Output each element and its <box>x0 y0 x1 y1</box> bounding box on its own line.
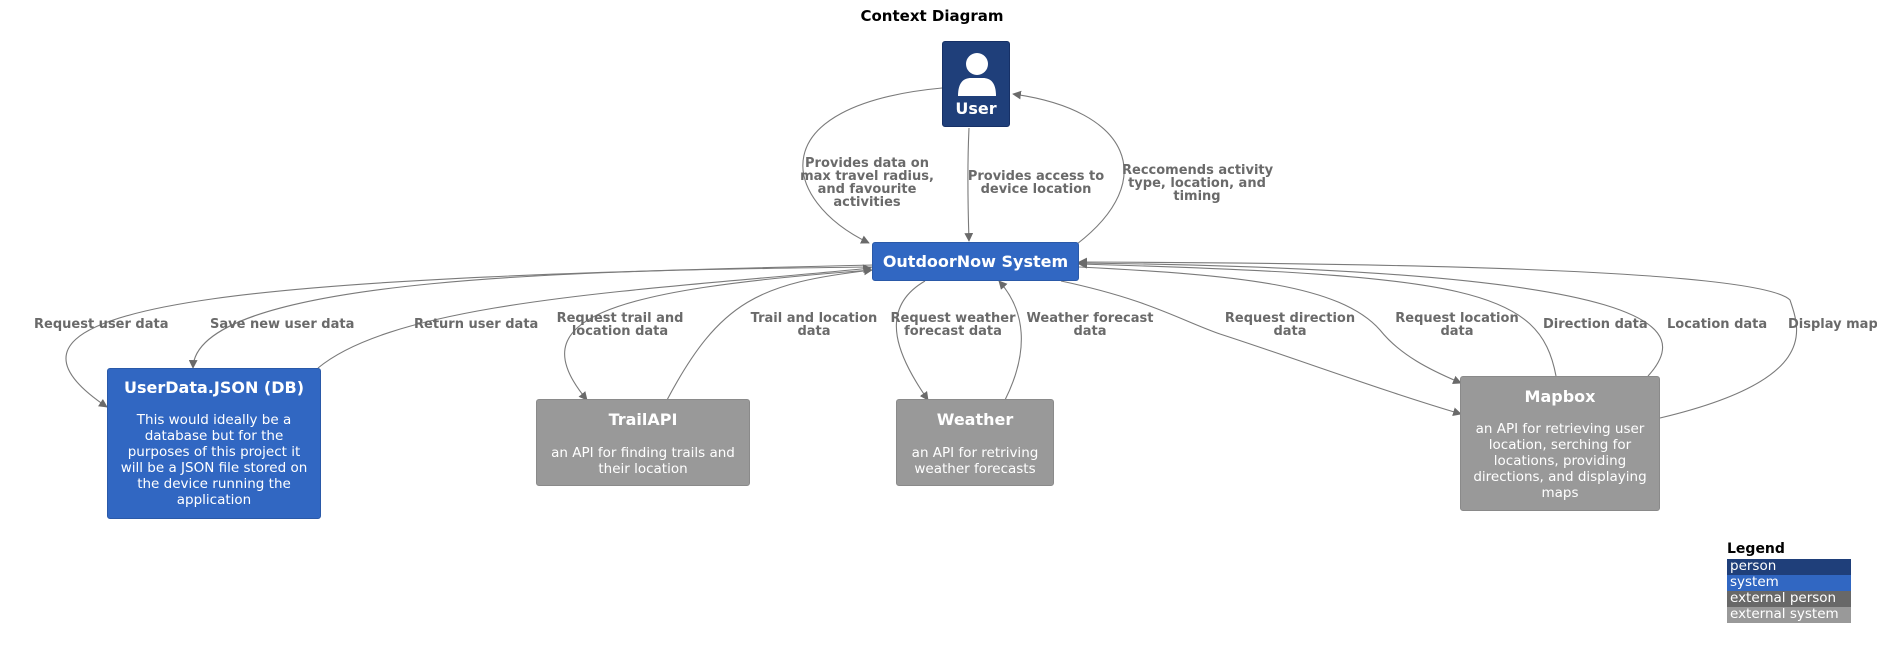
node-mapbox-desc: an API for retrieving user location, ser… <box>1473 421 1647 501</box>
edge-weather-forecast-data <box>998 280 1022 401</box>
edge-direction-data <box>1078 259 1557 377</box>
diagram-title: Context Diagram <box>860 7 1004 25</box>
edge-save-new-user-data <box>188 266 875 369</box>
node-outdoornow-name: OutdoorNow System <box>882 252 1069 271</box>
node-weather-name: Weather <box>936 410 1014 429</box>
legend-item-person: person <box>1727 559 1851 575</box>
person-icon <box>958 53 996 96</box>
node-mapbox: Mapbox an API for retrieving user locati… <box>1460 376 1660 511</box>
node-user: User <box>942 41 1010 127</box>
edge-return-user-data <box>317 264 872 369</box>
edge-location-data <box>1078 258 1664 377</box>
edge-user-provides-data <box>802 87 943 244</box>
edge-label-direction-data: Direction data <box>1543 317 1648 332</box>
edge-trail-location-data <box>666 266 873 401</box>
node-userdata-db: UserData.JSON (DB) This would ideally be… <box>107 368 321 519</box>
node-userdata-name: UserData.JSON (DB) <box>124 378 304 397</box>
node-trailapi: TrailAPI an API for finding trails and t… <box>536 399 750 486</box>
edge-request-location-data <box>1078 266 1462 384</box>
edge-label-location-data: Location data <box>1667 317 1768 332</box>
legend-item-external-system: external system <box>1727 607 1851 623</box>
node-mapbox-name: Mapbox <box>1524 387 1596 406</box>
edge-request-direction-data <box>1060 280 1462 416</box>
node-trailapi-name: TrailAPI <box>608 410 678 429</box>
edge-label-save-new-user-data: Save new user data <box>210 317 355 332</box>
edge-label-display-map: Display map <box>1788 317 1877 332</box>
edge-system-recommends <box>1012 90 1125 245</box>
edge-display-map <box>1078 257 1798 419</box>
node-weather-desc: an API for retriving weather forecasts <box>911 445 1039 477</box>
legend: Legend person system external person ext… <box>1727 541 1851 623</box>
legend-item-system: system <box>1727 575 1851 591</box>
edge-request-weather-data <box>895 280 929 401</box>
node-user-name: User <box>955 99 997 118</box>
node-weather: Weather an API for retriving weather for… <box>896 399 1054 486</box>
node-trailapi-desc: an API for finding trails and their loca… <box>551 445 735 477</box>
node-userdata-desc: This would ideally be a database but for… <box>120 412 308 508</box>
edge-request-trail-data <box>564 269 873 401</box>
node-outdoornow-system: OutdoorNow System <box>872 242 1079 281</box>
edge-user-provides-location <box>964 127 974 242</box>
edge-label-return-user-data: Return user data <box>414 317 539 332</box>
legend-item-external-person: external person <box>1727 591 1851 607</box>
edge-label-request-user-data: Request user data <box>34 317 169 332</box>
legend-title: Legend <box>1727 541 1785 557</box>
